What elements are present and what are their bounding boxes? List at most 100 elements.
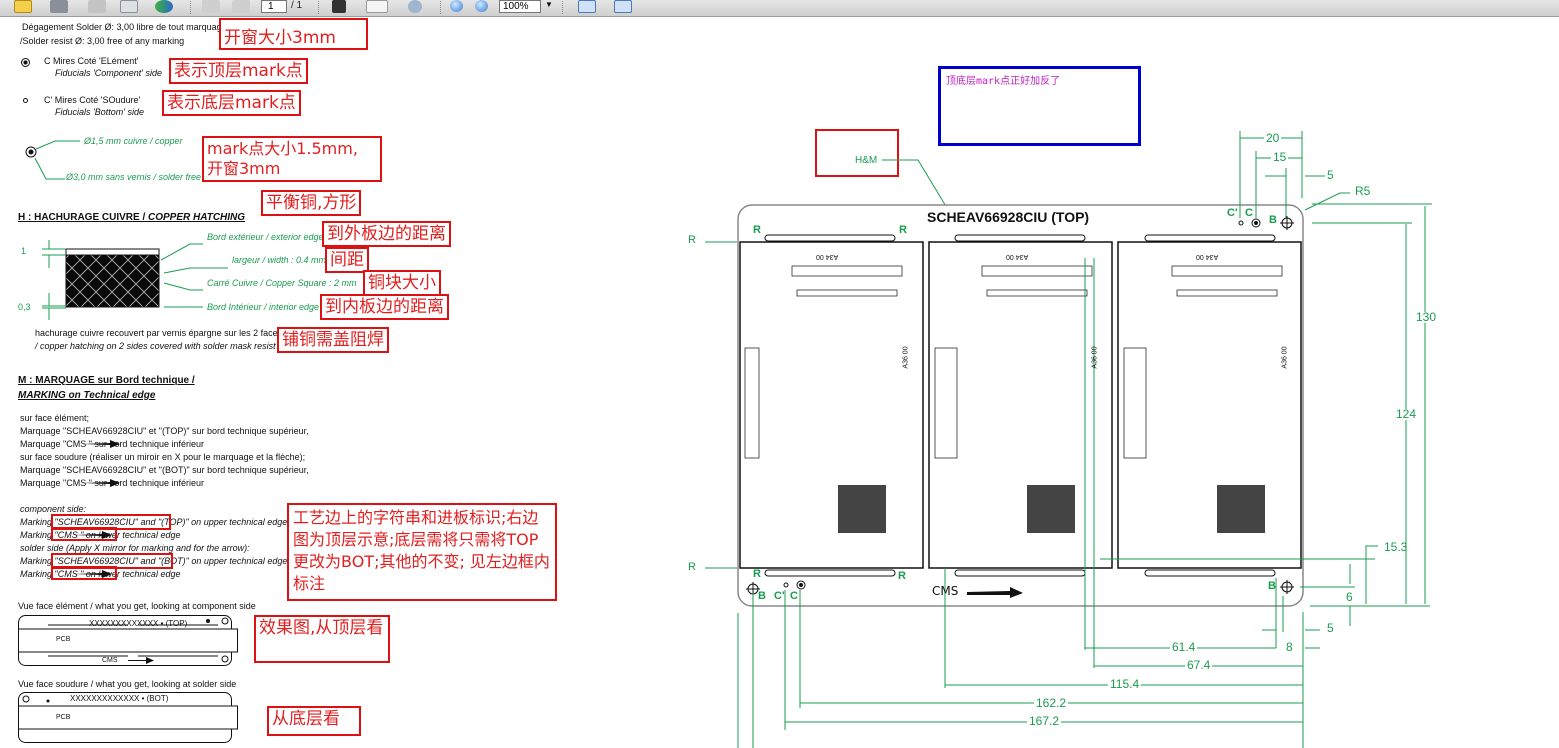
- label-r: R: [753, 224, 761, 236]
- hatch-exterior-edge: Bord extérieur / exterior edge: [207, 232, 324, 242]
- separator: [318, 1, 319, 14]
- solder-clearance-fr: Dégagement Solder Ø: 3,00 libre de tout …: [22, 22, 227, 32]
- fiducial-c-fr: C Mires Coté 'ELément': [44, 56, 139, 66]
- arrow-icon: [74, 531, 112, 539]
- zoom-level-input[interactable]: 100%: [499, 0, 541, 13]
- dim-67-4: 67.4: [1185, 658, 1213, 672]
- copper-diameter: Ø1,5 mm cuivre / copper: [84, 136, 183, 146]
- note-balance-copper: 平衡铜,方形: [261, 190, 362, 216]
- update-icon[interactable]: [155, 0, 173, 13]
- hatch-note-fr: hachurage cuivre recouvert par vernis ép…: [35, 328, 283, 338]
- document-page: Dégagement Solder Ø: 3,00 libre de tout …: [0, 18, 1559, 748]
- panel-drawing: [705, 131, 1432, 748]
- marking-en-line: component side:: [20, 504, 87, 514]
- view-top-pcb: PCB: [56, 636, 71, 643]
- select-tool-icon[interactable]: [332, 0, 346, 13]
- board-3: [1117, 241, 1302, 569]
- solder-free-diameter: Ø3,0 mm sans vernis / solder free: [66, 172, 202, 182]
- note-mark-size: mark点大小1.5mm, 开窗3mm: [202, 136, 382, 182]
- marking-heading-2: MARKING on Technical edge: [18, 390, 156, 401]
- zoom-in-icon[interactable]: [475, 0, 488, 12]
- label-r: R: [753, 568, 761, 580]
- view-bot-caption: Vue face soudure / what you get, looking…: [18, 679, 237, 689]
- highlight-cms-bot: [51, 566, 117, 580]
- dim-124: 124: [1396, 407, 1417, 421]
- next-page-icon[interactable]: [232, 0, 250, 13]
- dim-5-bottom: 5: [1327, 621, 1334, 635]
- label-r: R: [688, 561, 696, 573]
- hatch-heading-en: COPPER HATCHING: [148, 212, 246, 223]
- marking-heading-1: M : MARQUAGE sur Bord technique /: [18, 375, 195, 386]
- note-spacing: 间距: [325, 247, 369, 273]
- note-exterior-edge: 到外板边的距离: [322, 221, 451, 247]
- open-icon[interactable]: [14, 0, 32, 13]
- cms-label: CMS: [932, 584, 959, 598]
- note-mark-size-line1: mark点大小1.5mm,: [207, 139, 358, 158]
- view-top-cms: CMS: [102, 657, 118, 664]
- pcb-code: A34 00: [1006, 253, 1029, 260]
- hatch-interior-edge: Bord Intérieur / interior edge: [207, 302, 320, 312]
- dim-15-3: 15.3: [1384, 540, 1408, 554]
- view-bot-label: XXXXXXXXXXXXX • (BOT): [70, 694, 169, 703]
- marking-fr-line: sur face élément;: [20, 413, 90, 423]
- dim-20: 20: [1264, 131, 1282, 145]
- fit-width-icon[interactable]: [578, 0, 596, 13]
- arrow-icon: [74, 570, 112, 578]
- highlight-bot-marking: [51, 553, 173, 569]
- marking-en-line: Marking "SCHEAV66928CIU" and "(TOP)" on …: [20, 517, 290, 527]
- dim-61-4: 61.4: [1170, 640, 1198, 654]
- pcb-code-side: A36 00: [1281, 346, 1289, 369]
- dim-167-2: 167.2: [1027, 714, 1062, 728]
- separator: [562, 1, 563, 14]
- prev-page-icon[interactable]: [202, 0, 220, 13]
- marking-en-line: solder side (Apply X mirror for marking …: [20, 543, 250, 553]
- zoom-tool-icon[interactable]: [408, 0, 422, 13]
- note-top-mark: 表示顶层mark点: [169, 58, 308, 84]
- save-icon[interactable]: [88, 0, 106, 13]
- separator: [190, 1, 191, 14]
- hand-tool-icon[interactable]: [366, 0, 388, 13]
- label-r: R: [688, 234, 696, 246]
- hatch-note-en: / copper hatching on 2 sides covered wit…: [35, 341, 276, 351]
- blue-note-fiducials-reversed: 顶底层mark点正好加反了: [938, 66, 1141, 146]
- view-top-caption: Vue face élément / what you get, looking…: [18, 601, 256, 611]
- hatch-width: largeur / width : 0.4 mm: [232, 255, 327, 265]
- dim-8: 8: [1286, 640, 1293, 654]
- note-interior-edge: 到内板边的距离: [320, 294, 449, 320]
- label-b: B: [1269, 214, 1277, 226]
- properties-icon[interactable]: [120, 0, 138, 13]
- fit-page-icon[interactable]: [614, 0, 632, 13]
- hatch-dim-bottom: 0,3: [18, 302, 31, 312]
- dim-6: 6: [1346, 590, 1353, 604]
- view-top-diagram: [18, 615, 238, 666]
- fiducial-size-diagram: [25, 140, 80, 180]
- page-number-input[interactable]: 1: [261, 0, 287, 13]
- label-c-prime: C': [1227, 207, 1238, 219]
- fiducial-c-en: Fiducials 'Component' side: [55, 68, 162, 78]
- highlight-cms-top: [51, 527, 117, 541]
- separator: [440, 1, 441, 14]
- pcb-code: A34 00: [816, 253, 839, 260]
- view-top-label: XXXXXXXXXXXXX • (TOP): [89, 619, 188, 628]
- dim-130: 130: [1416, 310, 1437, 324]
- solder-clearance-en: /Solder resist Ø: 3,00 free of any marki…: [20, 36, 185, 46]
- marking-fr-line: Marquage "SCHEAV66928CIU" et "(TOP)" sur…: [20, 426, 309, 436]
- label-r: R: [898, 570, 906, 582]
- zoom-out-icon[interactable]: [450, 0, 463, 12]
- zoom-dropdown-icon[interactable]: ▼: [545, 0, 553, 9]
- note-copper-mask: 铺铜需盖阻焊: [277, 327, 389, 353]
- dim-162-2: 162.2: [1034, 696, 1069, 710]
- arrow-icon: [82, 479, 120, 487]
- dim-r5: R5: [1355, 184, 1371, 198]
- note-marking: 工艺边上的字符串和进板标识;右边图为顶层示意;底层需将只需将TOP更改为BOT;…: [287, 503, 557, 601]
- copper-hatching-diagram: [42, 240, 228, 320]
- print-icon[interactable]: [50, 0, 68, 13]
- note-view-top: 效果图,从顶层看: [254, 615, 390, 663]
- fiducial-bottom-icon: [23, 98, 28, 103]
- pcb-code: A34 00: [1196, 253, 1219, 260]
- note-bottom-mark: 表示底层mark点: [162, 90, 301, 116]
- dim-115-4: 115.4: [1108, 677, 1142, 691]
- pcb-code-side: A36 00: [1091, 346, 1099, 369]
- note-mark-size-line2: 开窗3mm: [207, 159, 281, 178]
- label-c: C: [1245, 207, 1253, 219]
